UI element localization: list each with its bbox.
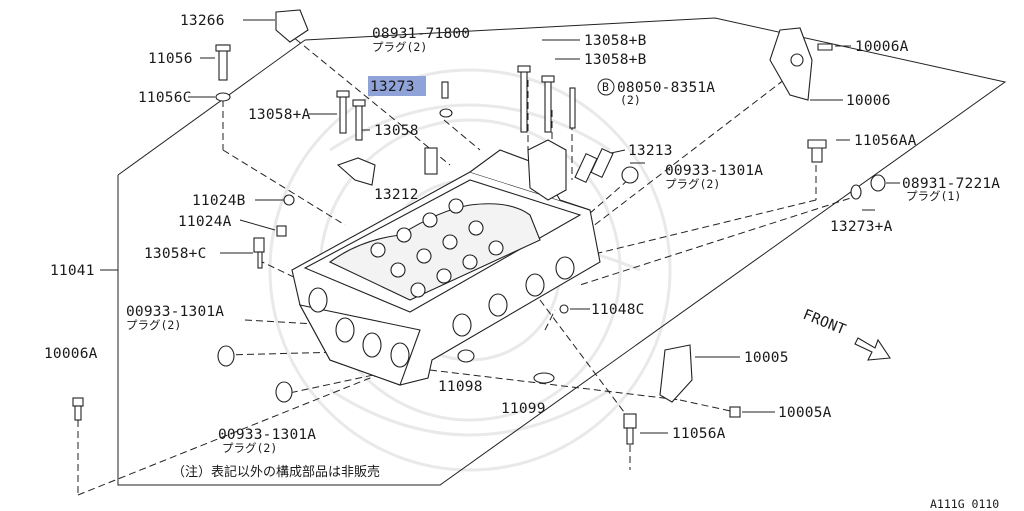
callout-08931-71800[interactable]: 08931-71800: [372, 26, 470, 42]
front-label: FRONT: [801, 307, 848, 339]
callout-08050-8351a[interactable]: 08050-8351A: [617, 80, 715, 96]
callout-13058-a[interactable]: 13058+A: [248, 107, 311, 123]
callout-10006a-top[interactable]: 10006A: [855, 39, 909, 55]
callout-plug-2-a: プラグ(2): [372, 40, 427, 54]
callout-13058[interactable]: 13058: [374, 123, 419, 139]
callout-10005[interactable]: 10005: [744, 350, 789, 366]
callout-11056a[interactable]: 11056A: [672, 426, 726, 442]
callout-11056[interactable]: 11056: [148, 51, 193, 67]
callout-13273-highlighted[interactable]: 13273: [370, 79, 415, 95]
small-parts: [72, 9, 886, 445]
callout-11048c[interactable]: 11048C: [591, 302, 645, 318]
callout-11041[interactable]: 11041: [50, 263, 95, 279]
callout-11056c[interactable]: 11056C: [138, 90, 192, 106]
callout-10005a[interactable]: 10005A: [778, 405, 832, 421]
diagram-code: A111G 0110: [930, 497, 999, 511]
front-direction-arrow: [854, 337, 891, 361]
b-circle-icon: B: [597, 78, 615, 96]
callout-11099[interactable]: 11099: [501, 401, 546, 417]
callout-00933-1301a-right[interactable]: 00933-1301A: [665, 163, 763, 179]
callout-08931-7221a[interactable]: 08931-7221A: [902, 176, 1000, 192]
callout-10006a-left[interactable]: 10006A: [44, 346, 98, 362]
leader-lines: [77, 19, 900, 496]
cylinder-head-11041: [291, 149, 601, 386]
callout-11024a[interactable]: 11024A: [178, 214, 232, 230]
callout-11098[interactable]: 11098: [438, 379, 483, 395]
callout-13266[interactable]: 13266: [180, 13, 225, 29]
footnote: （注）表記以外の構成部品は非販売: [172, 464, 380, 480]
selected-part-highlight: [368, 76, 426, 96]
callout-plug-2-right: プラグ(2): [665, 177, 720, 191]
callout-13058-b-2[interactable]: 13058+B: [584, 52, 647, 68]
callout-qty-2: (2): [620, 93, 641, 107]
callout-plug-2-left: プラグ(2): [126, 318, 181, 332]
callout-00933-1301a-left[interactable]: 00933-1301A: [126, 304, 224, 320]
callout-13058-b-1[interactable]: 13058+B: [584, 33, 647, 49]
callout-11024b[interactable]: 11024B: [192, 193, 246, 209]
callout-13213[interactable]: 13213: [628, 143, 673, 159]
callout-11056aa[interactable]: 11056AA: [854, 133, 917, 149]
svg-text:B: B: [602, 80, 609, 94]
callout-13212[interactable]: 13212: [374, 187, 419, 203]
callout-labels: 13266 08931-71800 プラグ(2) 11056 13273 130…: [44, 13, 1000, 511]
callout-00933-1301a-bottom[interactable]: 00933-1301A: [218, 427, 316, 443]
callout-10006[interactable]: 10006: [846, 93, 891, 109]
callout-13058-c[interactable]: 13058+C: [144, 246, 207, 262]
callout-plug-1: プラグ(1): [906, 189, 961, 203]
callout-plug-2-bottom: プラグ(2): [222, 441, 277, 455]
callout-13273-a[interactable]: 13273+A: [830, 219, 893, 235]
perspective-frame: [117, 17, 1007, 486]
